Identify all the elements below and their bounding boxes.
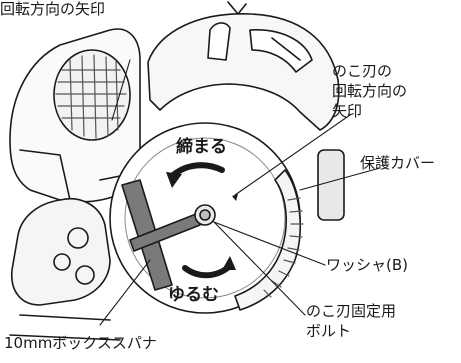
label-bolt-2: ボルト [306, 322, 352, 340]
safety-guard [234, 149, 345, 311]
label-top-arrow: 回転方向の矢印 [0, 0, 106, 18]
label-washer: ワッシャ(B) [326, 256, 408, 274]
label-loosen: ゆるむ [168, 285, 219, 305]
label-guard: 保護カバー [360, 154, 436, 172]
motor-housing [9, 28, 141, 203]
rotation-arrows [166, 162, 236, 279]
lower-mechanism [9, 198, 121, 341]
label-wrench: 10mmボックススパナ [4, 334, 157, 352]
label-blade-arrow-1: のこ刃の [332, 62, 393, 80]
upper-blade-cover [147, 13, 340, 131]
label-tighten: 締まる [176, 137, 227, 157]
label-blade-arrow-2: 回転方向の [332, 82, 408, 100]
label-blade-arrow-3: 矢印 [332, 102, 363, 120]
label-bolt-1: のこ刃固定用 [306, 302, 397, 320]
leader-lines [99, 59, 381, 326]
box-wrench [121, 179, 216, 291]
